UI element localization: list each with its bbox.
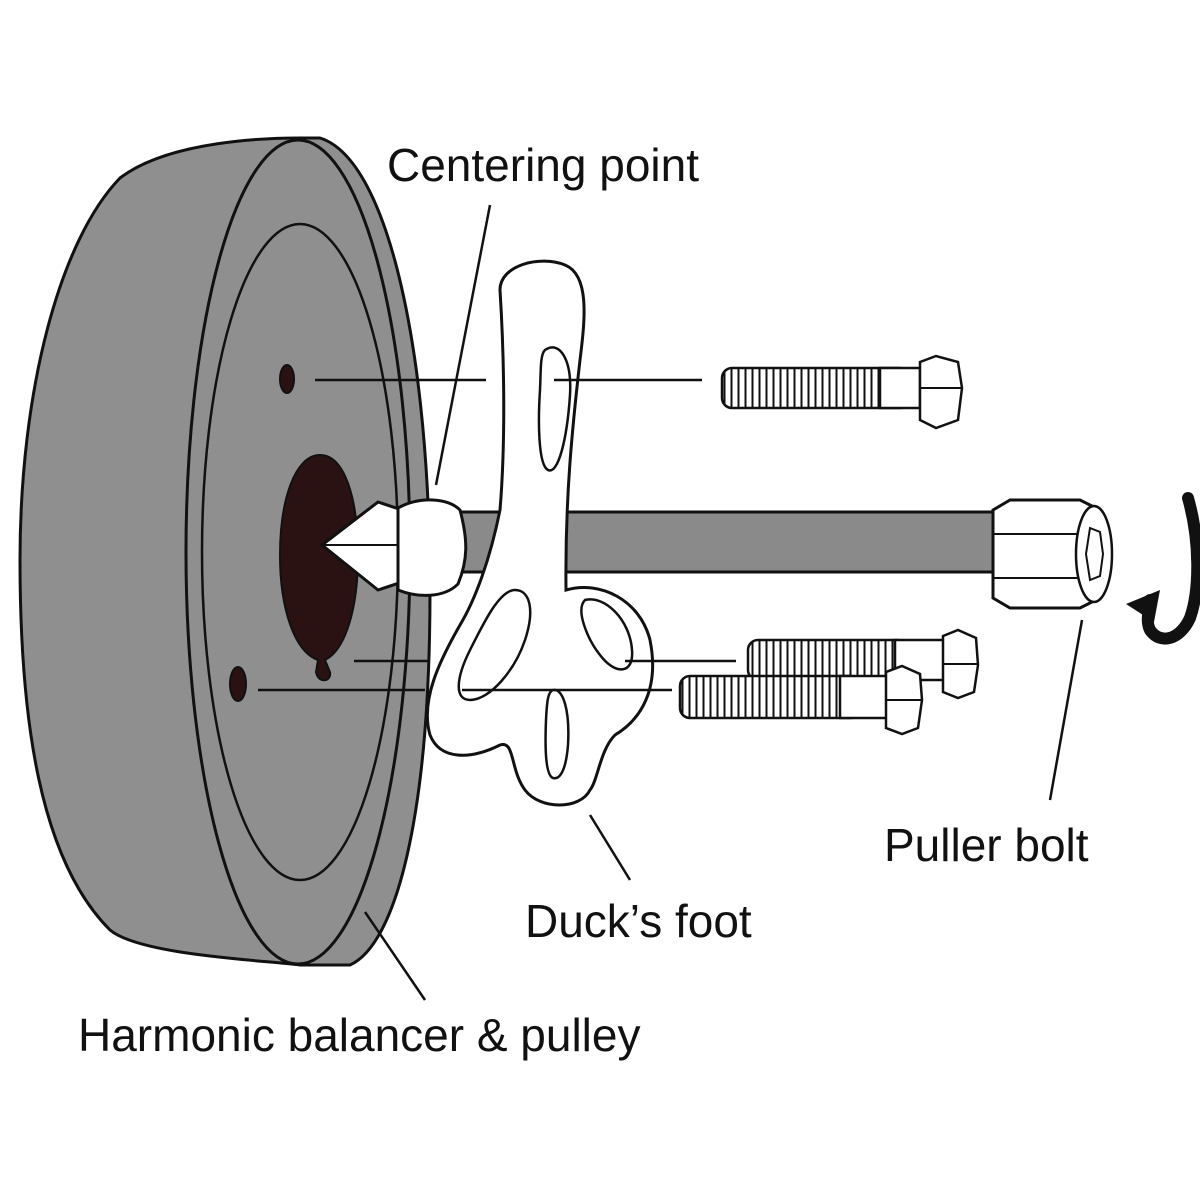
centering-point [319,498,468,597]
rod-front [564,510,1004,574]
centering-collar [396,498,468,597]
bolt-hole-lower [229,666,247,702]
upper-bolt-head [918,354,964,430]
ducks-foot [425,259,655,807]
ducks-foot-left-slot [457,588,532,702]
upper-bolt-shank [878,366,922,410]
lower-bolt-2-thread [678,674,862,720]
hex-socket [1084,526,1105,582]
leader-harmonic-balancer [363,911,427,1001]
ducks-foot-bottom-slot [544,688,570,780]
ducks-foot-upper-slot [537,346,572,472]
leader-ducks-foot [588,814,632,881]
leader-lines [258,204,1084,1001]
harmonic-balancer-pulley [18,136,432,967]
lower-bolt-1-thread [746,638,910,682]
lower-bolt-1 [746,628,980,700]
upper-bolt [720,354,964,430]
label-centering-point: Centering point [387,139,699,191]
label-puller-bolt: Puller bolt [884,819,1089,871]
rotation-arrow-icon [1126,492,1200,645]
bolt-hole-upper [279,364,295,394]
lower-bolt-2-shank [838,674,890,720]
lower-bolt-2 [678,664,924,736]
leader-centering-point [434,204,492,486]
leader-puller-bolt [1048,619,1084,801]
ducks-foot-right-slot [580,598,634,671]
label-ducks-foot: Duck’s foot [525,895,752,947]
label-harmonic-balancer: Harmonic balancer & pulley [78,1009,641,1061]
puller-bolt-head [991,498,1114,610]
